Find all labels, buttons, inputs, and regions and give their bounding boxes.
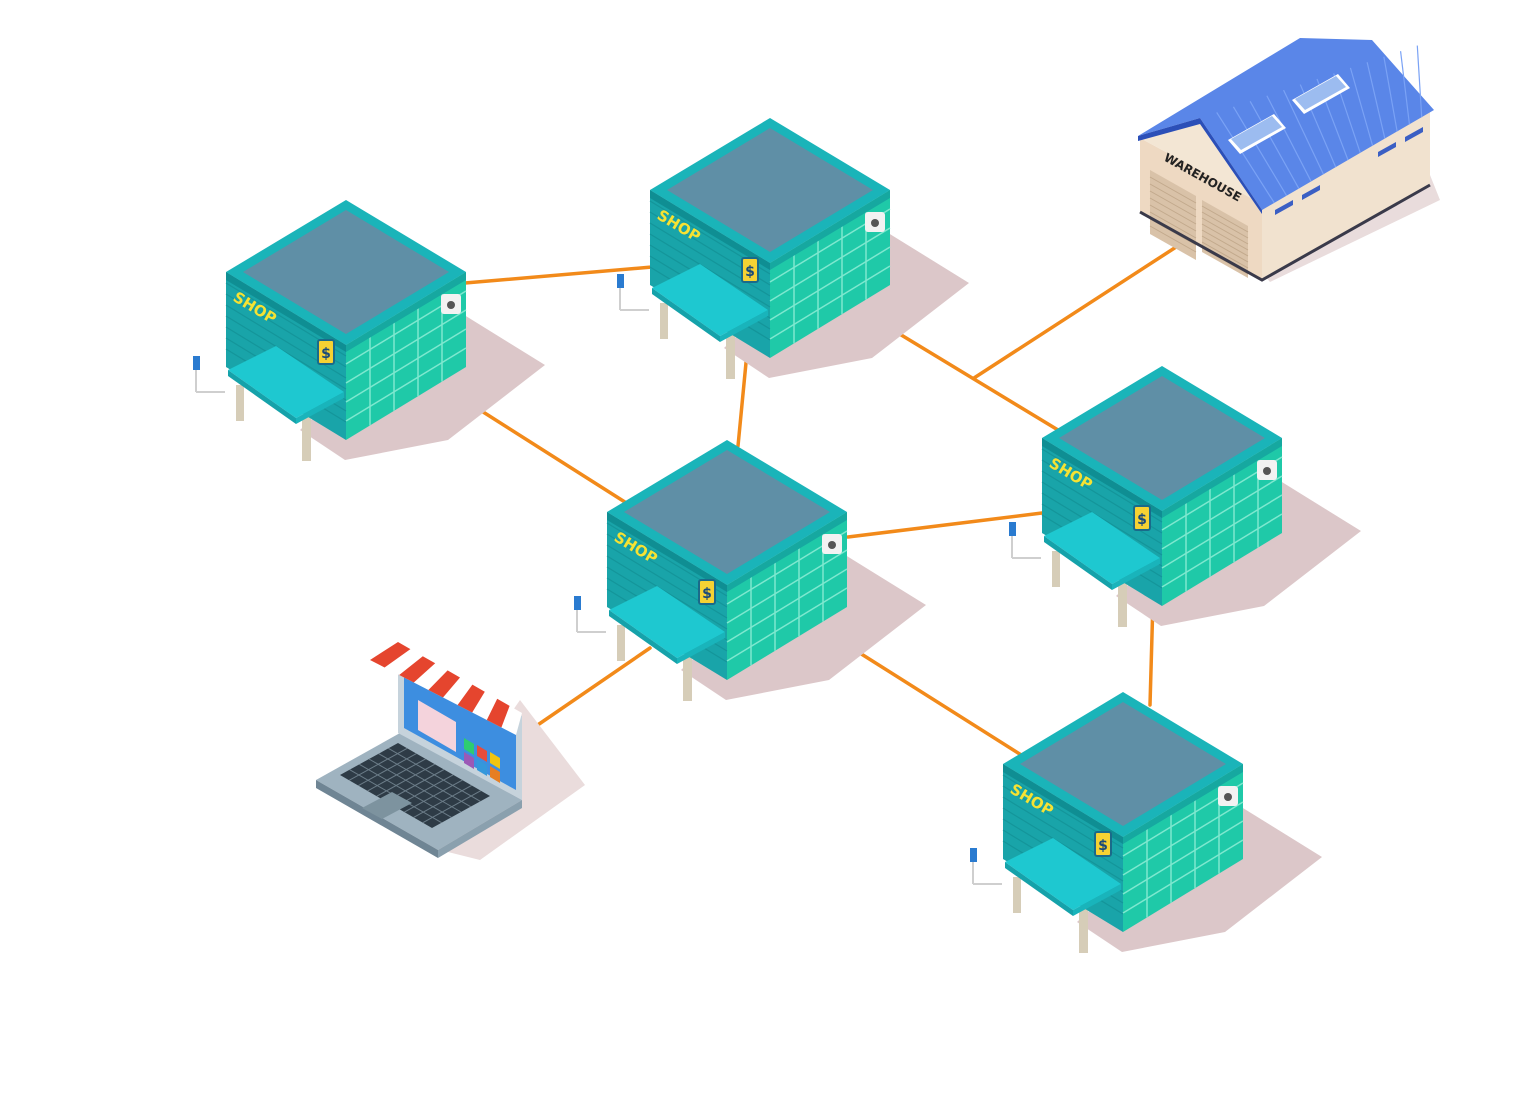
warehouse-window <box>1275 200 1293 215</box>
online-store <box>316 642 585 860</box>
shop-right-wall <box>770 190 890 358</box>
dollar-badge-icon <box>698 579 716 605</box>
dollar-badge-icon <box>1133 505 1151 531</box>
laptop-touchpad <box>362 792 412 819</box>
shop-right-wall <box>1123 764 1243 932</box>
warehouse-window <box>1405 127 1423 142</box>
link-warehouse-shop-2-shop-4-junction <box>972 236 1192 380</box>
shop-awning <box>1005 838 1121 910</box>
laptop-screen <box>404 660 516 790</box>
warehouse-window <box>1302 185 1320 200</box>
product-tile <box>418 700 456 752</box>
shop-roof <box>1059 376 1265 500</box>
dollar-badge-label: $ <box>1098 838 1108 854</box>
dollar-badge-label: $ <box>702 586 712 602</box>
awning-post <box>302 415 311 461</box>
shop-3: SHOP$ <box>574 440 926 701</box>
shop-roof <box>243 210 449 334</box>
shop-awning <box>1044 512 1160 584</box>
link-shop-1-shop-3 <box>478 408 630 506</box>
warehouse-window <box>1378 142 1396 157</box>
dollar-badge-icon <box>317 339 335 365</box>
link-shop-3-shop-4 <box>846 511 1044 539</box>
laptop-storefront-icon <box>370 642 522 735</box>
awning-post <box>236 385 244 421</box>
warehouse-side-wall <box>1262 110 1430 280</box>
ev-charger-icon <box>574 596 581 610</box>
awning-post <box>617 625 625 661</box>
shop-right-wall <box>727 512 847 680</box>
shop-awning <box>652 264 768 336</box>
shop-right-wall <box>1162 438 1282 606</box>
shop-roof <box>1020 702 1226 826</box>
shop-roof <box>667 128 873 252</box>
warehouse-door <box>1202 200 1248 278</box>
link-shop-3-shop-5 <box>853 648 1028 760</box>
awning-post <box>726 333 735 379</box>
shop-right-wall <box>346 272 466 440</box>
link-shop-3-online-store <box>524 646 652 735</box>
ev-charger-icon <box>1009 522 1016 536</box>
network-nodes: SHOP$SHOP$SHOP$SHOP$SHOP$WAREHOUSE <box>193 38 1440 953</box>
dollar-badge-label: $ <box>321 346 331 362</box>
link-shop-2-shop-4 <box>891 328 1060 432</box>
shop-5: SHOP$ <box>970 692 1322 953</box>
shop-awning <box>609 586 725 658</box>
dollar-badge-label: $ <box>745 264 755 280</box>
shop-1: SHOP$ <box>193 200 545 461</box>
awning-post <box>683 655 692 701</box>
warehouse-roof <box>1138 38 1434 210</box>
shop-2: SHOP$ <box>617 118 969 379</box>
warehouse: WAREHOUSE <box>1138 38 1440 282</box>
awning-post <box>1079 907 1088 953</box>
ev-charger-icon <box>617 274 624 288</box>
shop-awning <box>228 346 344 418</box>
awning-post <box>660 303 668 339</box>
shop-4: SHOP$ <box>1009 366 1361 627</box>
awning-post <box>1013 877 1021 913</box>
link-shop-1-shop-2 <box>463 265 654 285</box>
dollar-badge-label: $ <box>1137 512 1147 528</box>
ev-charger-icon <box>970 848 977 862</box>
shop-roof <box>624 450 830 574</box>
dollar-badge-icon <box>741 257 759 283</box>
awning-post <box>1052 551 1060 587</box>
ev-charger-icon <box>193 356 200 370</box>
dollar-badge-icon <box>1094 831 1112 857</box>
awning-post <box>1118 581 1127 627</box>
